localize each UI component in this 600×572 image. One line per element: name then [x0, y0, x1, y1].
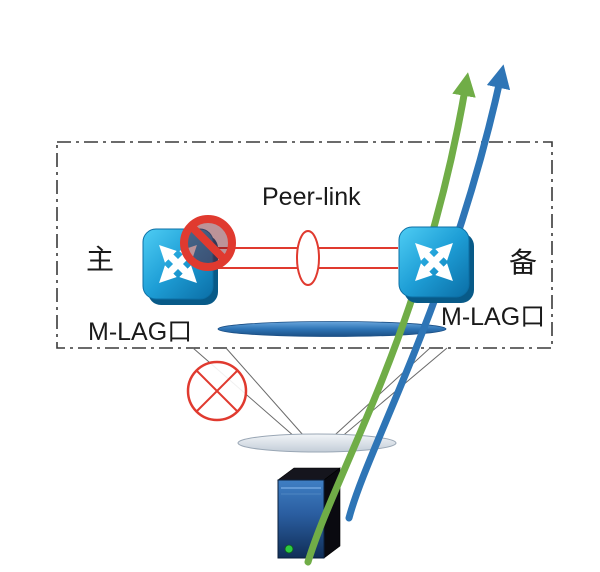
server-icon — [277, 467, 341, 559]
traffic-arrow-green — [304, 72, 476, 566]
mlag-port-label-left: M-LAG口 — [88, 318, 193, 346]
peer-link-label: Peer-link — [262, 183, 361, 211]
link-failure-icon — [186, 360, 248, 422]
mlag-bundle-ellipse — [217, 321, 447, 337]
primary-switch-label: 主 — [86, 244, 115, 275]
server-power-led — [284, 544, 294, 554]
switch-icon-standby — [399, 227, 474, 303]
prohibition-icon — [180, 215, 236, 271]
peer-link-ellipse — [296, 230, 320, 286]
traffic-arrow-blue — [345, 64, 511, 522]
peer-link-lines — [215, 230, 398, 286]
mlag-port-label-right: M-LAG口 — [441, 303, 546, 331]
mlag-domain-box — [56, 141, 553, 349]
standby-switch-label: 备 — [509, 247, 538, 278]
